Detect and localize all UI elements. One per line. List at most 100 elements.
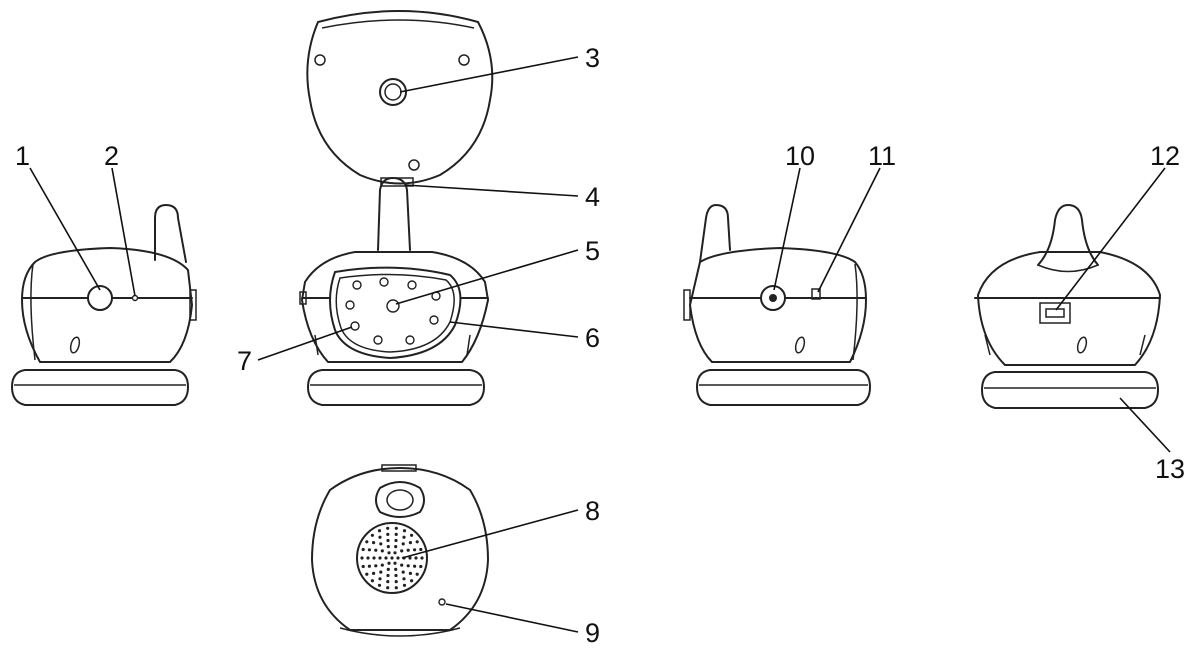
speaker-hole [401, 570, 405, 574]
speaker-hole [419, 564, 423, 569]
speaker-hole [361, 547, 365, 552]
bottom-view-microphone [438, 598, 446, 606]
speaker-hole [372, 571, 376, 576]
leader-line-4 [404, 184, 579, 197]
front-view-antenna [377, 177, 411, 251]
rear-view-grip-lines [984, 334, 1146, 356]
speaker-hole [394, 580, 398, 584]
speaker-hole [402, 583, 407, 587]
speaker-hole [406, 564, 410, 568]
left-view-indicator [131, 294, 139, 302]
rear-view-antenna-base [1037, 264, 1099, 273]
front-view-ir-led [405, 335, 415, 345]
speaker-hole [401, 542, 405, 546]
leader-line-6 [449, 321, 579, 338]
right-side-view [683, 204, 871, 406]
rear-view-base [981, 371, 1159, 409]
leader-line-3 [399, 56, 579, 93]
speaker-hole [378, 556, 382, 560]
callout-13: 13 [1155, 454, 1185, 484]
bottom-view-stand-socket [375, 481, 425, 518]
top-view-screw-left [314, 54, 326, 66]
leader-line-1 [29, 167, 101, 291]
bottom-view-body [311, 467, 489, 631]
callout-7: 7 [237, 346, 252, 376]
speaker-hole [377, 529, 382, 533]
front-view-ir-led [407, 280, 417, 290]
speaker-hole [366, 556, 370, 560]
front-view-lens [386, 299, 400, 313]
callout-5: 5 [585, 236, 600, 266]
speaker-hole [415, 572, 419, 576]
leader-line-12 [1055, 167, 1166, 311]
rear-view-antenna [1037, 204, 1099, 266]
rear-view [974, 204, 1161, 409]
top-view-body [306, 10, 494, 185]
front-view-ir-led [350, 321, 360, 331]
speaker-hole [419, 547, 423, 552]
right-view-base [696, 369, 871, 406]
speaker-hole [365, 540, 369, 544]
speaker-hole [386, 538, 390, 543]
callout-2: 2 [104, 141, 119, 171]
speaker-hole [367, 564, 371, 568]
leader-line-13 [1119, 397, 1171, 453]
callout-12: 12 [1150, 141, 1180, 171]
front-view-ir-led [345, 300, 355, 310]
top-view [306, 10, 494, 187]
speaker-hole [414, 556, 418, 560]
speaker-hole [367, 548, 371, 552]
left-view-base [11, 369, 189, 406]
front-view-lens-panel-inner [335, 273, 455, 353]
speaker-hole [378, 535, 382, 539]
speaker-hole [386, 586, 390, 590]
speaker-hole [402, 535, 406, 539]
speaker-hole [408, 541, 412, 545]
speaker-hole [386, 580, 390, 584]
leader-lines [29, 56, 1171, 633]
callout-8: 8 [585, 496, 600, 526]
right-view-edge [852, 263, 858, 361]
leader-line-10 [773, 167, 801, 291]
left-side-view [11, 204, 197, 406]
speaker-hole [378, 577, 382, 581]
speaker-hole [394, 532, 398, 537]
speaker-hole [406, 548, 410, 552]
front-view-left-tab [299, 291, 307, 305]
speaker-hole [386, 567, 390, 572]
speaker-hole [413, 548, 417, 552]
speaker-hole [396, 556, 400, 560]
speaker-hole [365, 572, 369, 576]
callout-10: 10 [785, 141, 815, 171]
right-view-vent [794, 336, 806, 354]
speaker-hole [393, 551, 397, 555]
speaker-hole [387, 551, 391, 555]
speaker-hole [400, 549, 404, 553]
rear-view-vent [1076, 336, 1088, 354]
speaker-hole [380, 549, 384, 553]
callout-6: 6 [585, 323, 600, 353]
speaker-hole [361, 564, 365, 569]
speaker-hole [394, 573, 398, 578]
speaker-hole [386, 532, 390, 537]
bottom-view-speaker [356, 522, 428, 594]
right-view-switch [811, 288, 821, 300]
speaker-hole [370, 533, 374, 537]
leader-line-2 [111, 167, 136, 297]
callout-4: 4 [585, 182, 600, 212]
callout-1: 1 [15, 141, 30, 171]
right-view-body [689, 247, 867, 363]
speaker-hole [372, 541, 376, 545]
speaker-hole [386, 526, 390, 530]
front-view-grip-lines [314, 334, 471, 356]
leader-line-11 [817, 167, 881, 293]
speaker-hole [394, 586, 398, 590]
speaker-hole [374, 564, 378, 568]
leader-line-5 [395, 249, 579, 305]
right-view-antenna [699, 204, 731, 263]
speaker-hole [415, 540, 419, 544]
speaker-hole [377, 583, 382, 587]
bottom-view-socket-inner [386, 489, 414, 511]
front-view-ir-led [373, 335, 383, 345]
speaker-hole [387, 561, 391, 565]
